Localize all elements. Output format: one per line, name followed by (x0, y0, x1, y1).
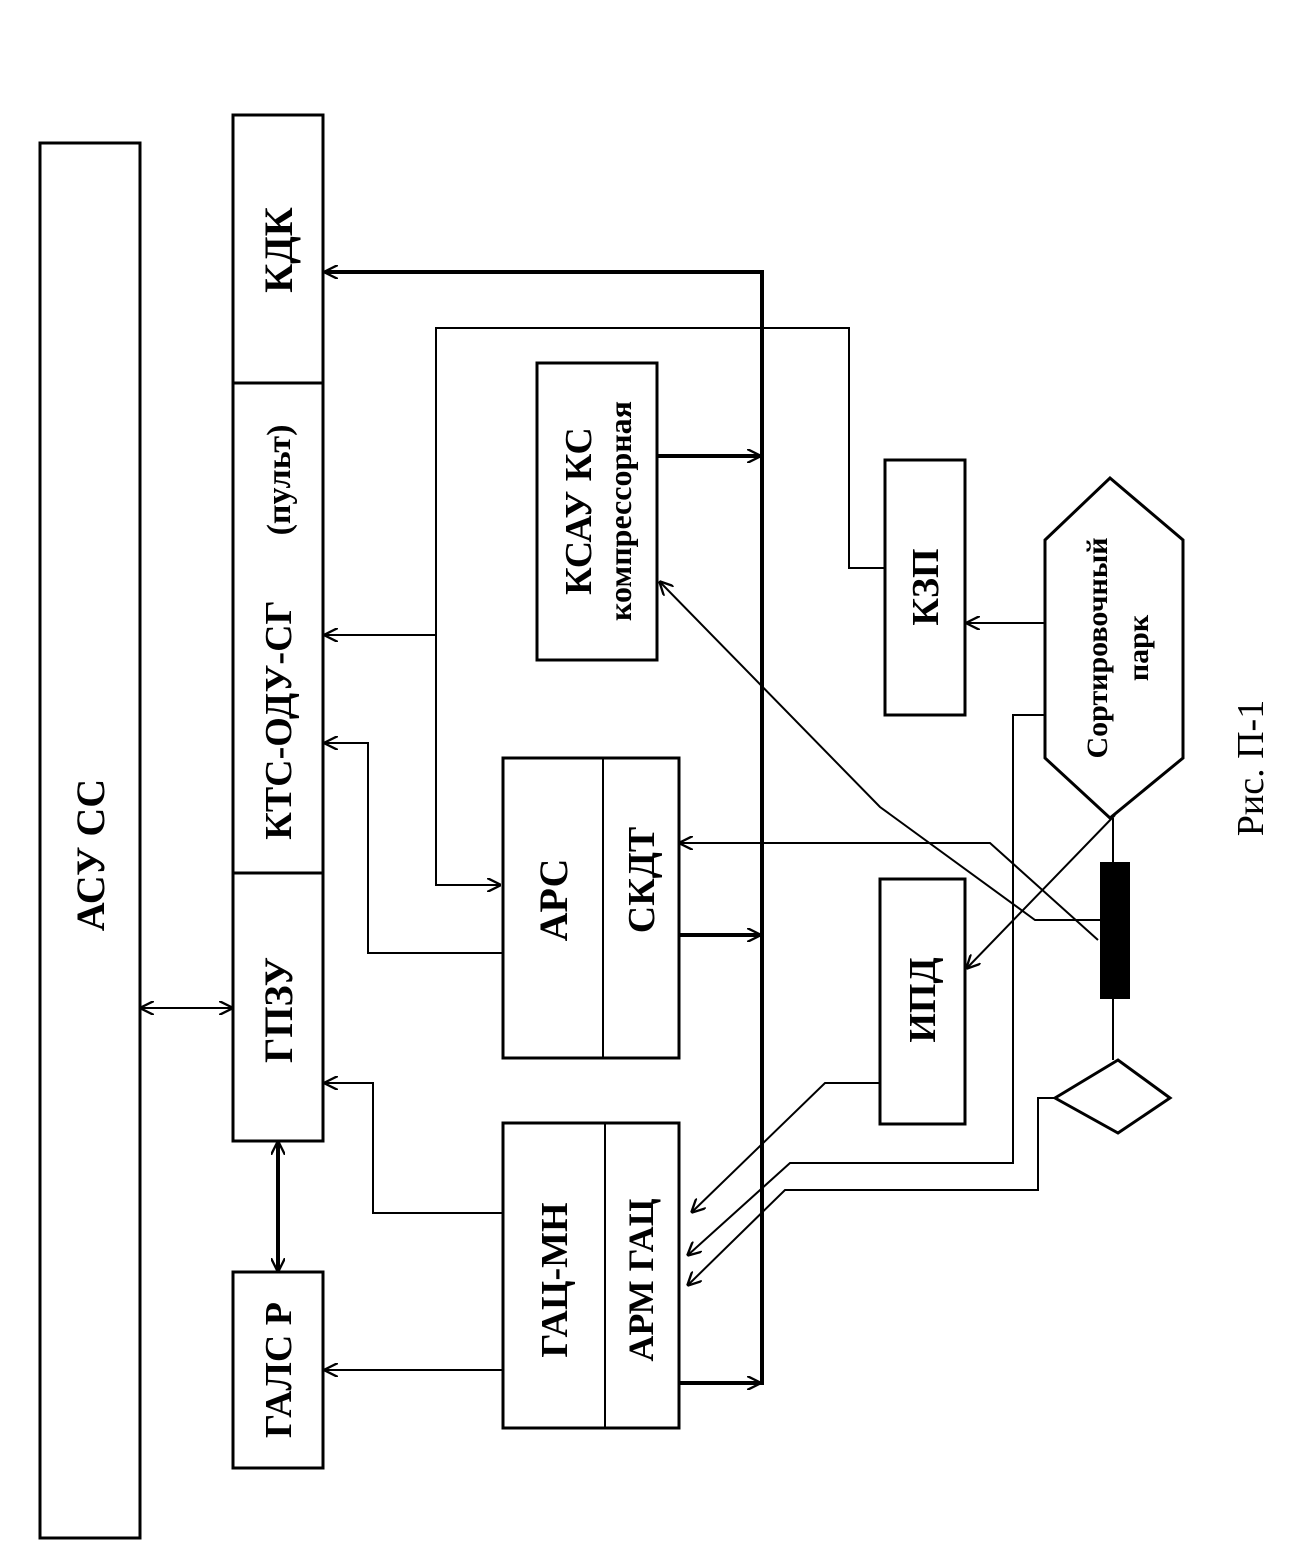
link-ars-kts (325, 743, 503, 954)
skdt-label: СКДТ (621, 827, 663, 934)
kts-odu-sg-label: КТС-ОДУ-СГ (258, 600, 300, 839)
kompressornaya-label: компрессорная (602, 401, 638, 621)
kdk-block: КДК (231, 113, 325, 385)
kts-odu-sg-block: КТС-ОДУ-СГ (пульт) (231, 381, 325, 875)
figure-caption: Рис. П-1 (1230, 700, 1272, 836)
sensor-bar (1100, 862, 1130, 999)
gac-mn-label: ГАЦ-МН (534, 1202, 576, 1357)
kdk-label: КДК (256, 207, 301, 293)
asu-ss-label: АСУ СС (68, 779, 113, 931)
link-kzp-loop (435, 327, 885, 885)
link-park-armgac (688, 714, 1045, 1255)
gpzu-label: ГПЗУ (256, 957, 301, 1063)
ksau-ks-label: КСАУ КС (558, 427, 600, 595)
link-bar-skdt (680, 843, 1099, 941)
link-bar-ksau (660, 582, 1100, 921)
sort-park-block: Сортировочный парк (1043, 475, 1185, 820)
link-gacmn-gpzu (325, 1083, 503, 1214)
sort-park-label-line1: Сортировочный (1081, 537, 1114, 758)
pult-label: (пульт) (261, 425, 298, 536)
gals-r-block: ГАЛС Р (231, 1270, 325, 1470)
asu-ss-block: АСУ СС (38, 141, 142, 1540)
gpzu-block: ГПЗУ (231, 871, 325, 1143)
ipd-label: ИПД (902, 957, 944, 1042)
kzp-label: КЗП (905, 548, 947, 625)
arm-gac-label: АРМ ГАЦ (621, 1198, 661, 1361)
link-ipd-armgac (692, 1082, 880, 1212)
sort-park-label-line2: парк (1122, 614, 1155, 681)
ars-skdt-block: АРС СКДТ (501, 756, 681, 1060)
link-diamond-armgac (688, 1097, 1055, 1285)
ipd-block: ИПД (878, 877, 967, 1126)
link-park-ipd (967, 814, 1116, 968)
gac-mn-arm-gac-block: ГАЦ-МН АРМ ГАЦ (501, 1121, 681, 1430)
gals-r-label: ГАЛС Р (258, 1302, 300, 1438)
kzp-block: КЗП (883, 458, 967, 717)
ksau-ks-block: КСАУ КС компрессорная (535, 361, 659, 662)
switch-diamond (1052, 1058, 1173, 1135)
ars-label: АРС (531, 859, 576, 942)
